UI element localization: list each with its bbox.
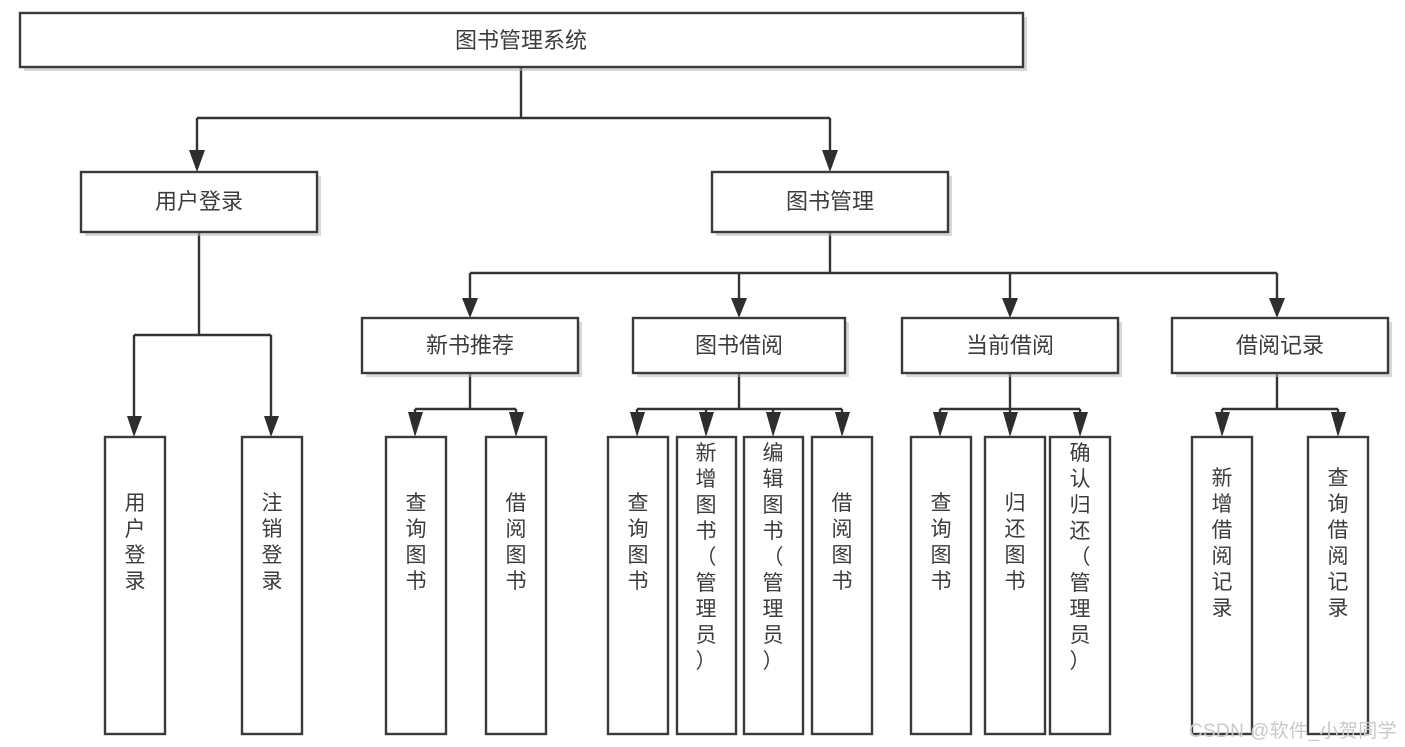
arrow-leaf-logout: [264, 416, 279, 437]
connector-layer: [127, 67, 1346, 437]
arrow-new-book-recommend: [462, 298, 478, 318]
arrow-leaf-query-book-1: [408, 412, 423, 437]
node-leaf-borrow-book-1[interactable]: 借阅图书: [484, 435, 548, 736]
arrow-leaf-return-book: [1003, 412, 1018, 437]
node-new-book-recommend-label: 新书推荐: [426, 333, 514, 358]
arrow-book-borrow: [731, 298, 747, 318]
node-leaf-query-book-3-label: 查询图书: [931, 492, 952, 593]
connector-book-borrow-to-leaves: [630, 373, 850, 437]
node-leaf-query-book-2-label: 查询图书: [628, 492, 649, 593]
connector-root-to-level2: [189, 67, 838, 172]
arrow-borrow-record: [1269, 298, 1285, 318]
node-leaf-query-book-3-box: [909, 435, 973, 736]
node-root-box: [18, 11, 1025, 69]
node-leaf-logout-label: 注销登录: [262, 492, 283, 593]
connector-current-borrow-to-leaves: [933, 373, 1088, 437]
node-leaf-edit-book-label: 编辑图书（管理员）: [763, 442, 784, 673]
node-leaf-query-borrow-record-label: 查询借阅记录: [1328, 467, 1349, 620]
arrow-leaf-query-book-3: [933, 412, 948, 437]
node-leaf-user-login[interactable]: 用户登录: [103, 435, 167, 736]
node-leaf-confirm-return[interactable]: 确认归还（管理员）: [1048, 435, 1112, 736]
arrow-user-login: [189, 150, 205, 172]
node-borrow-record[interactable]: 借阅记录: [1170, 316, 1392, 377]
node-current-borrow[interactable]: 当前借阅: [900, 316, 1122, 377]
node-book-manage-box: [710, 170, 950, 234]
node-leaf-query-borrow-record-box: [1306, 435, 1370, 736]
node-leaf-query-book-1[interactable]: 查询图书: [384, 435, 448, 736]
arrow-leaf-edit-book: [766, 412, 781, 437]
node-leaf-query-borrow-record[interactable]: 查询借阅记录: [1306, 435, 1370, 736]
arrow-leaf-confirm-return: [1073, 412, 1088, 437]
node-leaf-add-book-box: [675, 435, 738, 736]
node-leaf-add-book[interactable]: 新增图书（管理员）: [675, 435, 738, 736]
node-current-borrow-box: [900, 316, 1120, 375]
node-leaf-borrow-book-1-box: [484, 435, 548, 736]
node-user-login-box: [79, 170, 319, 234]
node-leaf-add-borrow-record-box: [1190, 435, 1254, 736]
arrow-leaf-query-book-2: [630, 412, 645, 437]
node-root-label: 图书管理系统: [455, 28, 587, 53]
connector-user-login-to-leaves: [127, 232, 279, 437]
node-current-borrow-label: 当前借阅: [966, 333, 1054, 358]
node-book-borrow-box: [631, 316, 847, 375]
arrow-book-manage: [822, 150, 838, 172]
node-leaf-confirm-return-label: 确认归还（管理员）: [1070, 442, 1091, 673]
node-leaf-query-book-2-box: [606, 435, 670, 736]
arrow-leaf-add-borrow-record: [1215, 412, 1230, 437]
node-book-borrow[interactable]: 图书借阅: [631, 316, 849, 377]
node-leaf-borrow-book-2[interactable]: 借阅图书: [810, 435, 874, 736]
node-leaf-edit-book-box: [742, 435, 805, 736]
arrow-leaf-borrow-book-2: [835, 412, 850, 437]
node-leaf-query-book-1-box: [384, 435, 448, 736]
arrow-leaf-query-borrow-record: [1331, 412, 1346, 437]
node-user-login[interactable]: 用户登录: [79, 170, 321, 236]
node-leaf-logout-box: [240, 435, 304, 736]
arrow-leaf-add-book: [699, 412, 714, 437]
node-leaf-logout[interactable]: 注销登录: [240, 435, 304, 736]
node-borrow-record-label: 借阅记录: [1236, 333, 1324, 358]
node-leaf-edit-book[interactable]: 编辑图书（管理员）: [742, 435, 805, 736]
node-leaf-return-book-box: [983, 435, 1047, 736]
node-leaf-user-login-box: [103, 435, 167, 736]
connector-book-manage-to-level3: [462, 232, 1285, 318]
node-leaf-borrow-book-2-label: 借阅图书: [832, 492, 853, 593]
node-leaf-user-login-label: 用户登录: [125, 492, 146, 593]
node-leaf-add-book-label: 新增图书（管理员）: [696, 442, 717, 673]
node-leaf-query-book-3[interactable]: 查询图书: [909, 435, 973, 736]
arrow-current-borrow: [1002, 298, 1018, 318]
connector-borrow-record-to-leaves: [1215, 373, 1346, 437]
node-new-book-recommend[interactable]: 新书推荐: [360, 316, 582, 377]
node-book-borrow-label: 图书借阅: [695, 333, 783, 358]
connector-new-book-to-leaves: [408, 373, 524, 437]
node-borrow-record-box: [1170, 316, 1390, 375]
arrow-leaf-borrow-book-1: [509, 412, 524, 437]
node-new-book-recommend-box: [360, 316, 580, 375]
node-leaf-confirm-return-box: [1048, 435, 1112, 736]
node-leaf-add-borrow-record[interactable]: 新增借阅记录: [1190, 435, 1254, 736]
node-leaf-borrow-book-1-label: 借阅图书: [506, 492, 527, 593]
node-leaf-return-book[interactable]: 归还图书: [983, 435, 1047, 736]
node-leaf-add-borrow-record-label: 新增借阅记录: [1212, 467, 1233, 620]
node-book-manage[interactable]: 图书管理: [710, 170, 952, 236]
node-leaf-query-book-2[interactable]: 查询图书: [606, 435, 670, 736]
node-leaf-return-book-label: 归还图书: [1005, 492, 1026, 593]
csdn-watermark: CSDN @软件_小贺同学: [1188, 721, 1397, 742]
arrow-leaf-user-login: [127, 416, 142, 437]
node-leaf-query-book-1-label: 查询图书: [406, 492, 427, 593]
node-root[interactable]: 图书管理系统: [18, 11, 1027, 71]
node-leaf-borrow-book-2-box: [810, 435, 874, 736]
node-user-login-label: 用户登录: [155, 189, 243, 214]
node-book-manage-label: 图书管理: [786, 189, 874, 214]
